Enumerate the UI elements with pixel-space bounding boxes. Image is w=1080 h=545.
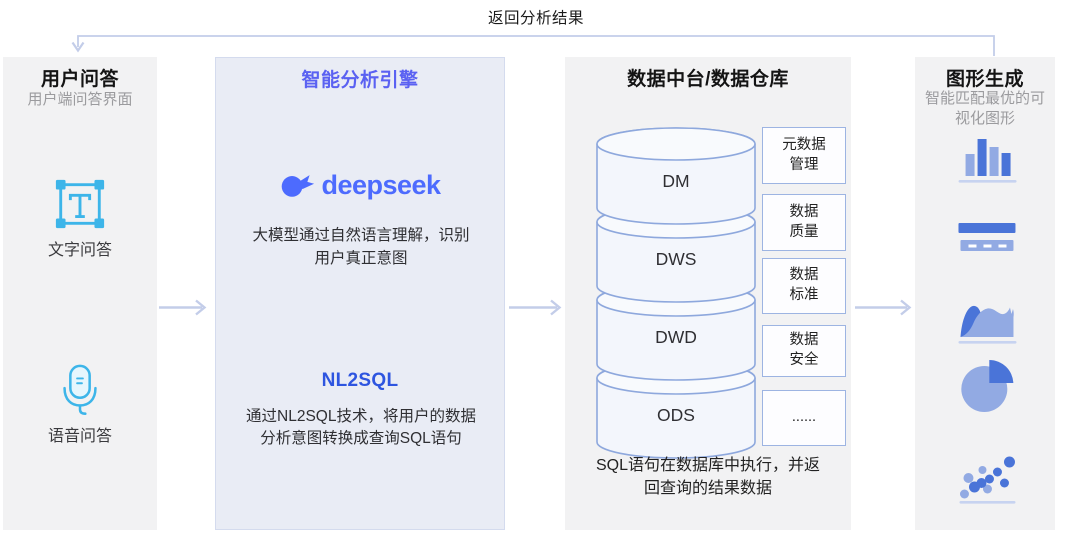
deepseek-whale-icon: [282, 175, 315, 197]
arrow-user-to-engine: [159, 299, 207, 316]
deepseek-wordmark: deepseek: [321, 170, 441, 200]
database-cylinders: DM DWS DWD ODS: [596, 127, 756, 459]
governance-box-ellipsis: ......: [762, 390, 846, 446]
voice-qa-item: [3, 363, 157, 424]
panel-engine-title: 智能分析引擎: [301, 70, 419, 91]
text-qa-item: [3, 177, 157, 236]
stacked-bars-icon: [958, 223, 1016, 251]
pie-chart-icon: [961, 360, 1014, 412]
arrow-engine-to-warehouse: [509, 299, 562, 316]
area-chart-icon: [958, 305, 1017, 344]
layer-ods-label: ODS: [657, 405, 695, 425]
panel-data-warehouse: 数据中台/数据仓库 DM DWS DWD ODS: [565, 57, 851, 530]
feedback-arrow: [71, 35, 995, 56]
panel-charts-subtitle: 智能匹配最优的可 视化图形: [924, 90, 1045, 128]
text-qa-icon: [55, 179, 105, 229]
deepseek-logo: deepseek: [216, 170, 504, 201]
warehouse-desc: SQL语句在数据库中执行，并返 回查询的结果数据: [595, 457, 821, 498]
scatter-plot-icon: [959, 456, 1016, 504]
bar-chart-icon: [958, 139, 1017, 183]
panel-warehouse-title: 数据中台/数据仓库: [627, 69, 789, 90]
panel-user-title: 用户问答: [40, 69, 119, 90]
governance-box-quality: 数据 质量: [762, 194, 846, 251]
governance-box-metadata: 元数据 管理: [762, 127, 846, 184]
engine-nlu-desc: 大模型通过自然语言理解，识别 用户真正意图: [252, 227, 470, 268]
layer-dws-label: DWS: [656, 249, 697, 269]
nl2sql-title: NL2SQL: [321, 370, 399, 391]
voice-qa-icon: [63, 364, 97, 415]
arrow-warehouse-to-charts: [855, 299, 912, 316]
panel-analysis-engine: 智能分析引擎 deepseek 大模型通过自然语言理解，识别 用户真正意图 NL…: [215, 57, 505, 530]
text-qa-label: 文字问答: [47, 242, 112, 259]
panel-chart-generation: 图形生成 智能匹配最优的可 视化图形: [915, 57, 1055, 530]
panel-user-subtitle: 用户端问答界面: [27, 91, 133, 108]
panel-user-qa: 用户问答 用户端问答界面 文字问答 语音问答: [3, 57, 157, 530]
governance-box-security: 数据 安全: [762, 325, 846, 377]
layer-dwd-label: DWD: [655, 327, 697, 347]
voice-qa-label: 语音问答: [47, 428, 112, 445]
layer-dm-label: DM: [662, 171, 689, 191]
governance-box-standard: 数据 标准: [762, 258, 846, 314]
panel-charts-title: 图形生成: [945, 69, 1024, 90]
nl2sql-desc: 通过NL2SQL技术，将用户的数据 分析意图转换成查询SQL语句: [246, 408, 476, 448]
feedback-label: 返回分析结果: [487, 10, 584, 27]
